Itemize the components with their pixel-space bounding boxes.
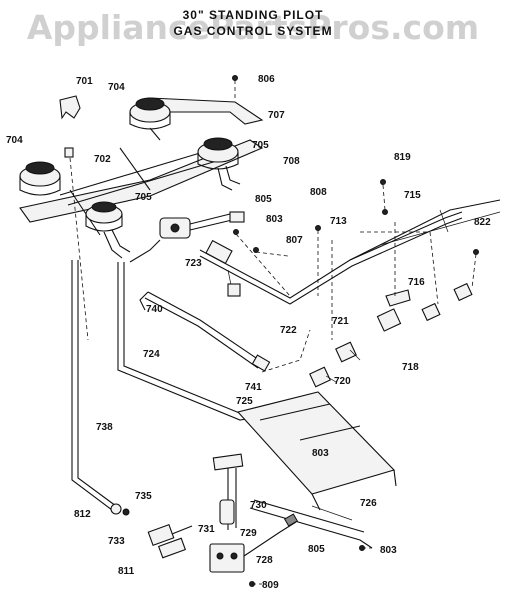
label-807: 807 bbox=[286, 235, 303, 246]
label-716: 716 bbox=[408, 277, 425, 288]
label-701: 701 bbox=[76, 76, 93, 87]
label-704-left: 704 bbox=[6, 135, 23, 146]
pilot-tubing bbox=[71, 239, 301, 511]
label-730: 730 bbox=[250, 500, 267, 511]
label-811: 811 bbox=[118, 566, 135, 577]
label-741: 741 bbox=[245, 382, 262, 393]
valve-set bbox=[309, 282, 473, 388]
label-707: 707 bbox=[268, 110, 285, 121]
label-720: 720 bbox=[334, 376, 351, 387]
label-702: 702 bbox=[94, 154, 111, 165]
label-740: 740 bbox=[146, 304, 163, 315]
pressure-regulator bbox=[159, 211, 245, 239]
valve-bracket bbox=[385, 289, 411, 307]
label-715: 715 bbox=[404, 190, 421, 201]
label-724: 724 bbox=[143, 349, 160, 360]
label-726: 726 bbox=[360, 498, 377, 509]
pilot-bracket bbox=[59, 95, 81, 120]
label-704-top: 704 bbox=[108, 82, 125, 93]
label-718: 718 bbox=[402, 362, 419, 373]
label-705-front: 705 bbox=[135, 192, 152, 203]
oven-thermostat-assembly bbox=[209, 453, 299, 573]
diagram-title: 30" STANDING PILOT bbox=[182, 8, 324, 22]
burner-front-left bbox=[85, 201, 123, 232]
pilot-cap bbox=[64, 147, 74, 158]
label-728: 728 bbox=[256, 555, 273, 566]
label-729: 729 bbox=[240, 528, 257, 539]
screws bbox=[232, 75, 479, 587]
oven-burner bbox=[236, 391, 397, 549]
label-803-mid: 803 bbox=[312, 448, 329, 459]
diagram-subtitle: GAS CONTROL SYSTEM bbox=[173, 24, 333, 38]
burner-right-rear bbox=[197, 137, 239, 170]
part-labels: 701 702 704 704 705 705 806 707 708 805 … bbox=[6, 74, 491, 591]
label-822: 822 bbox=[474, 217, 491, 228]
label-805-top: 805 bbox=[255, 194, 272, 205]
burner-top-rear bbox=[129, 97, 171, 130]
burner-frame bbox=[19, 97, 264, 236]
label-803-bottom: 803 bbox=[380, 545, 397, 556]
label-713: 713 bbox=[330, 216, 347, 227]
label-705-right: 705 bbox=[252, 140, 269, 151]
label-819: 819 bbox=[394, 152, 411, 163]
label-808: 808 bbox=[310, 187, 327, 198]
label-725: 725 bbox=[236, 396, 253, 407]
label-812: 812 bbox=[74, 509, 91, 520]
label-803-top: 803 bbox=[266, 214, 283, 225]
burner-top-left bbox=[19, 161, 61, 196]
label-809: 809 bbox=[262, 580, 279, 591]
label-733: 733 bbox=[108, 536, 125, 547]
alignment-lines bbox=[69, 80, 477, 585]
label-722: 722 bbox=[280, 325, 297, 336]
manifold-support bbox=[349, 199, 501, 261]
label-806: 806 bbox=[258, 74, 275, 85]
watermark-text: AppliancePartsPros.com bbox=[26, 8, 480, 47]
label-708: 708 bbox=[283, 156, 300, 167]
label-721: 721 bbox=[332, 316, 349, 327]
label-731: 731 bbox=[198, 524, 215, 535]
label-723: 723 bbox=[185, 258, 202, 269]
label-735: 735 bbox=[135, 491, 152, 502]
label-805-bottom: 805 bbox=[308, 544, 325, 555]
label-738: 738 bbox=[96, 422, 113, 433]
burner-tubes bbox=[103, 127, 241, 259]
oven-fittings bbox=[110, 503, 193, 559]
